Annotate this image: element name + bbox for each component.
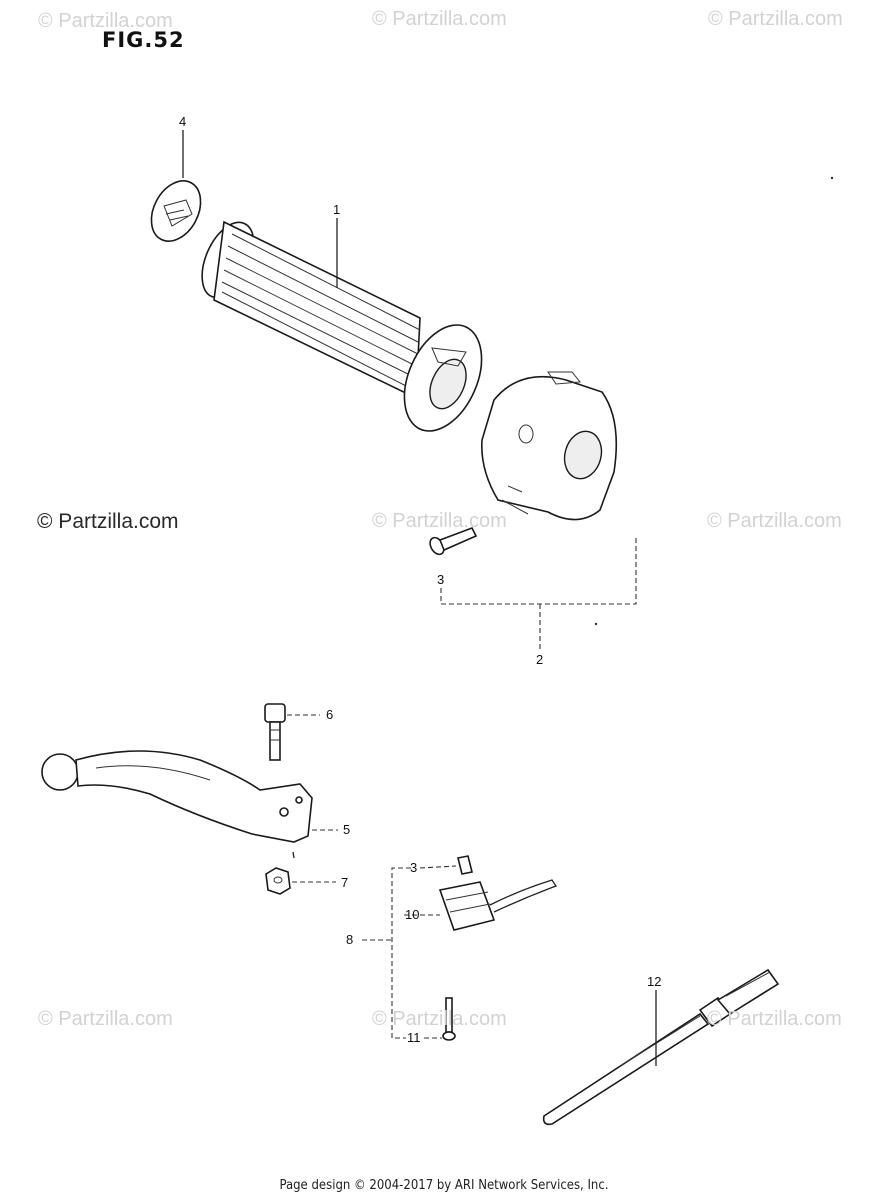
watermark: © Partzilla.com xyxy=(372,1008,507,1030)
watermark: © Partzilla.com xyxy=(707,510,842,532)
callout-10: 10 xyxy=(405,907,420,922)
watermark: © Partzilla.com xyxy=(38,1008,173,1030)
nut-icon xyxy=(265,867,291,895)
tick-mark xyxy=(292,851,295,859)
speck-mark xyxy=(830,176,834,180)
callout-7: 7 xyxy=(341,875,349,890)
callout-3: 3 xyxy=(410,860,418,875)
watermark: © Partzilla.com xyxy=(372,8,507,30)
figure-title: FIG.52 xyxy=(102,28,185,52)
callout-11: 11 xyxy=(407,1030,421,1045)
callout-5: 5 xyxy=(343,822,351,837)
lever-icon xyxy=(41,750,313,843)
screw-icon xyxy=(442,997,456,1041)
callout-3: 3 xyxy=(437,572,445,587)
speck-mark xyxy=(594,622,598,626)
footer-copyright: Page design © 2004-2017 by ARI Network S… xyxy=(279,1178,609,1193)
callout-12: 12 xyxy=(647,974,662,989)
watermark: © Partzilla.com xyxy=(708,8,843,30)
end-cap-icon xyxy=(150,180,202,242)
bolt-icon xyxy=(264,703,286,761)
callout-8: 8 xyxy=(346,932,354,947)
watermark: © Partzilla.com xyxy=(37,510,179,533)
callout-1: 1 xyxy=(333,202,341,217)
cable-tie-icon xyxy=(542,968,780,1126)
bracket-2 xyxy=(440,536,637,650)
callout-6: 6 xyxy=(326,707,334,722)
switch-housing-icon xyxy=(481,371,618,521)
watermark: © Partzilla.com xyxy=(38,10,173,32)
callout-4: 4 xyxy=(179,114,187,129)
watermark: © Partzilla.com xyxy=(707,1008,842,1030)
switch-icon xyxy=(419,855,557,931)
handle-grip-icon xyxy=(201,220,483,432)
bracket-8 xyxy=(362,867,411,1039)
watermark: © Partzilla.com xyxy=(372,510,507,532)
callout-2: 2 xyxy=(536,652,544,667)
screw-icon xyxy=(429,526,478,556)
